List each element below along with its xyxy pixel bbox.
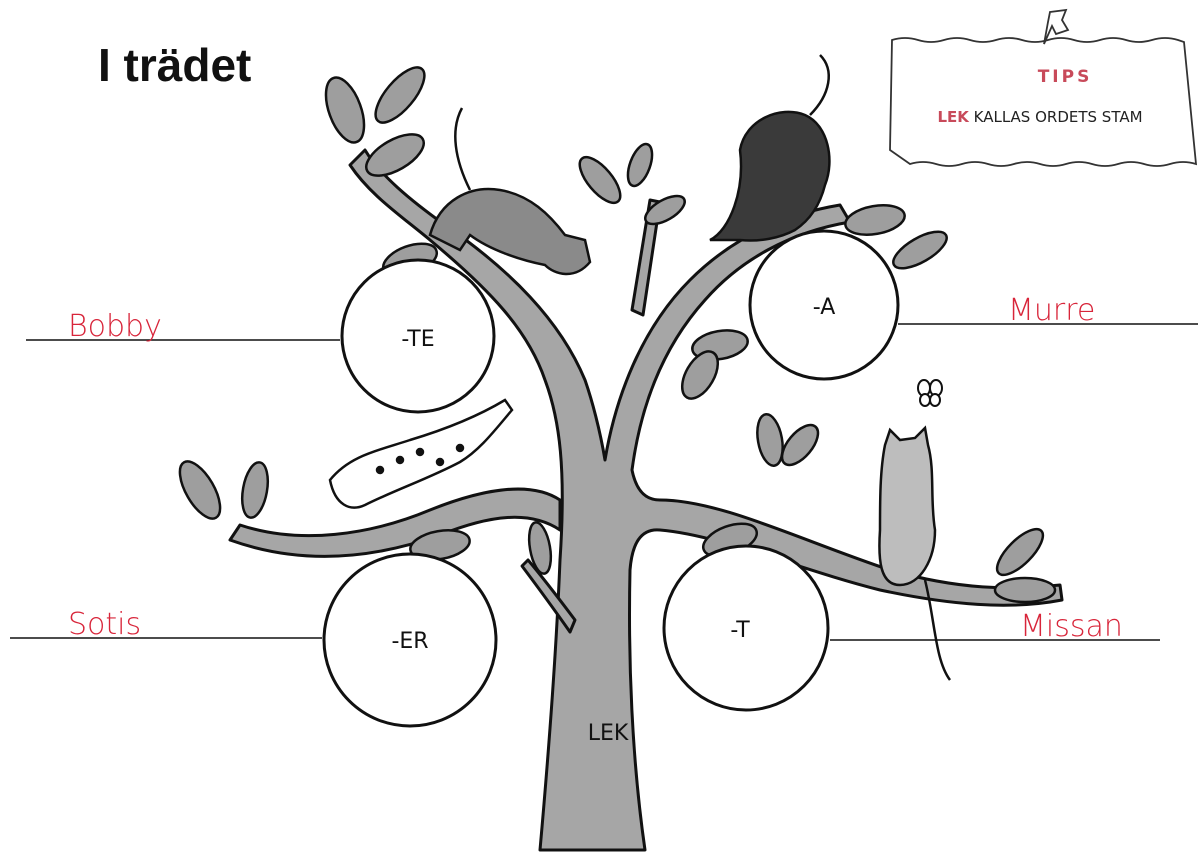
small-cat-icon: [879, 428, 950, 680]
tips-note: TIPS LEK KALLAS ORDETS STAM: [890, 10, 1196, 166]
apple-bottom-right-suffix: -T: [730, 618, 750, 643]
black-cat-icon: [710, 55, 829, 241]
tips-heading: TIPS: [1038, 67, 1093, 87]
apple-bottom-right: -T: [664, 546, 828, 710]
tips-body-highlight: LEK: [937, 108, 970, 126]
apple-bottom-left-suffix: -ER: [391, 629, 428, 654]
apple-top-left: -TE: [342, 260, 494, 412]
apple-bottom-left: -ER: [324, 554, 496, 726]
answer-bottom-left: Sotis: [68, 607, 141, 642]
apple-top-right: -A: [750, 231, 898, 379]
answer-bottom-right: Missan: [1020, 609, 1123, 644]
trunk-label: LEK: [588, 721, 629, 746]
tips-body-rest: KALLAS ORDETS STAM: [969, 108, 1143, 126]
apple-top-right-suffix: -A: [813, 295, 836, 320]
answer-top-right: Murre: [1008, 293, 1095, 328]
answer-top-left: Bobby: [68, 309, 162, 344]
apple-top-left-suffix: -TE: [401, 327, 434, 352]
tips-body: LEK KALLAS ORDETS STAM: [937, 108, 1142, 126]
butterfly-icon: [918, 380, 942, 406]
